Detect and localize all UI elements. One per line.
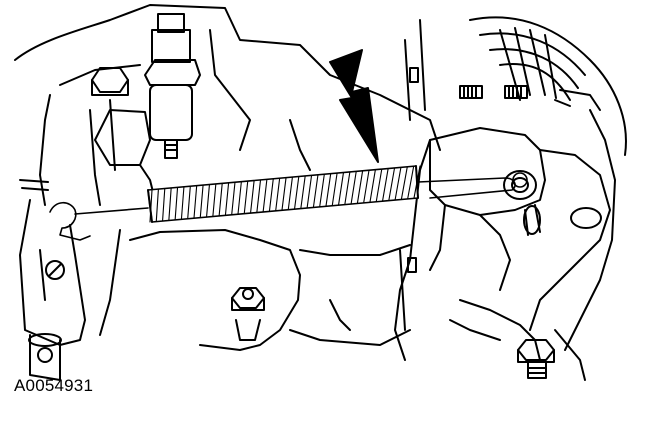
- spring-coil: [199, 184, 204, 218]
- center-bolt: [231, 287, 265, 341]
- spring-coil: [168, 187, 172, 221]
- spring-coil: [306, 175, 313, 209]
- spring-coil: [331, 172, 338, 206]
- spring-coil: [300, 175, 306, 209]
- sensor-assembly: [91, 13, 201, 171]
- spring-coil: [256, 179, 262, 213]
- spring-coil: [344, 171, 351, 205]
- spring-coil: [212, 183, 217, 217]
- spring-coil: [243, 180, 249, 214]
- spring-coil: [180, 186, 185, 220]
- spring-coil: [206, 184, 210, 218]
- spring-coil: [155, 188, 159, 222]
- spring-coil: [338, 172, 344, 206]
- pulley-wheel: [469, 16, 627, 156]
- mounting-studs: [19, 67, 528, 273]
- spring-coil: [375, 168, 383, 202]
- spring-coil: [224, 182, 230, 216]
- spring-coil: [400, 166, 408, 200]
- spring-coil: [218, 183, 223, 217]
- indicator-arrow: [329, 49, 379, 163]
- spring-coil: [312, 174, 319, 208]
- spring-coil: [250, 180, 255, 214]
- spring-coil: [407, 166, 415, 200]
- spring-coil: [350, 171, 357, 205]
- spring-coil: [262, 179, 268, 213]
- spring-coil: [162, 188, 166, 222]
- spring-coil: [325, 173, 332, 207]
- spring-coil: [237, 181, 242, 215]
- spring-coil: [388, 167, 396, 201]
- engine-housing: [14, 4, 441, 351]
- spring-coil: [281, 177, 287, 211]
- spring-coil: [187, 186, 191, 220]
- spring-coil: [174, 187, 179, 221]
- spring-coil: [319, 174, 325, 208]
- spring-coil: [369, 169, 376, 203]
- spring-coil: [193, 185, 198, 219]
- spring-coil: [363, 170, 370, 204]
- spring-coil: [294, 176, 300, 210]
- throttle-lever-arm: [394, 109, 616, 361]
- spring-coil: [231, 182, 236, 216]
- figure-id-label: A0054931: [14, 376, 94, 395]
- spring-coil: [382, 168, 389, 202]
- tension-spring: [49, 165, 528, 241]
- spring-coil: [268, 178, 274, 212]
- spring-coil: [356, 170, 364, 204]
- lower-right-bolt: [517, 329, 586, 381]
- spring-coil: [394, 167, 402, 201]
- spring-coil: [287, 176, 293, 210]
- spring-coil: [275, 178, 281, 212]
